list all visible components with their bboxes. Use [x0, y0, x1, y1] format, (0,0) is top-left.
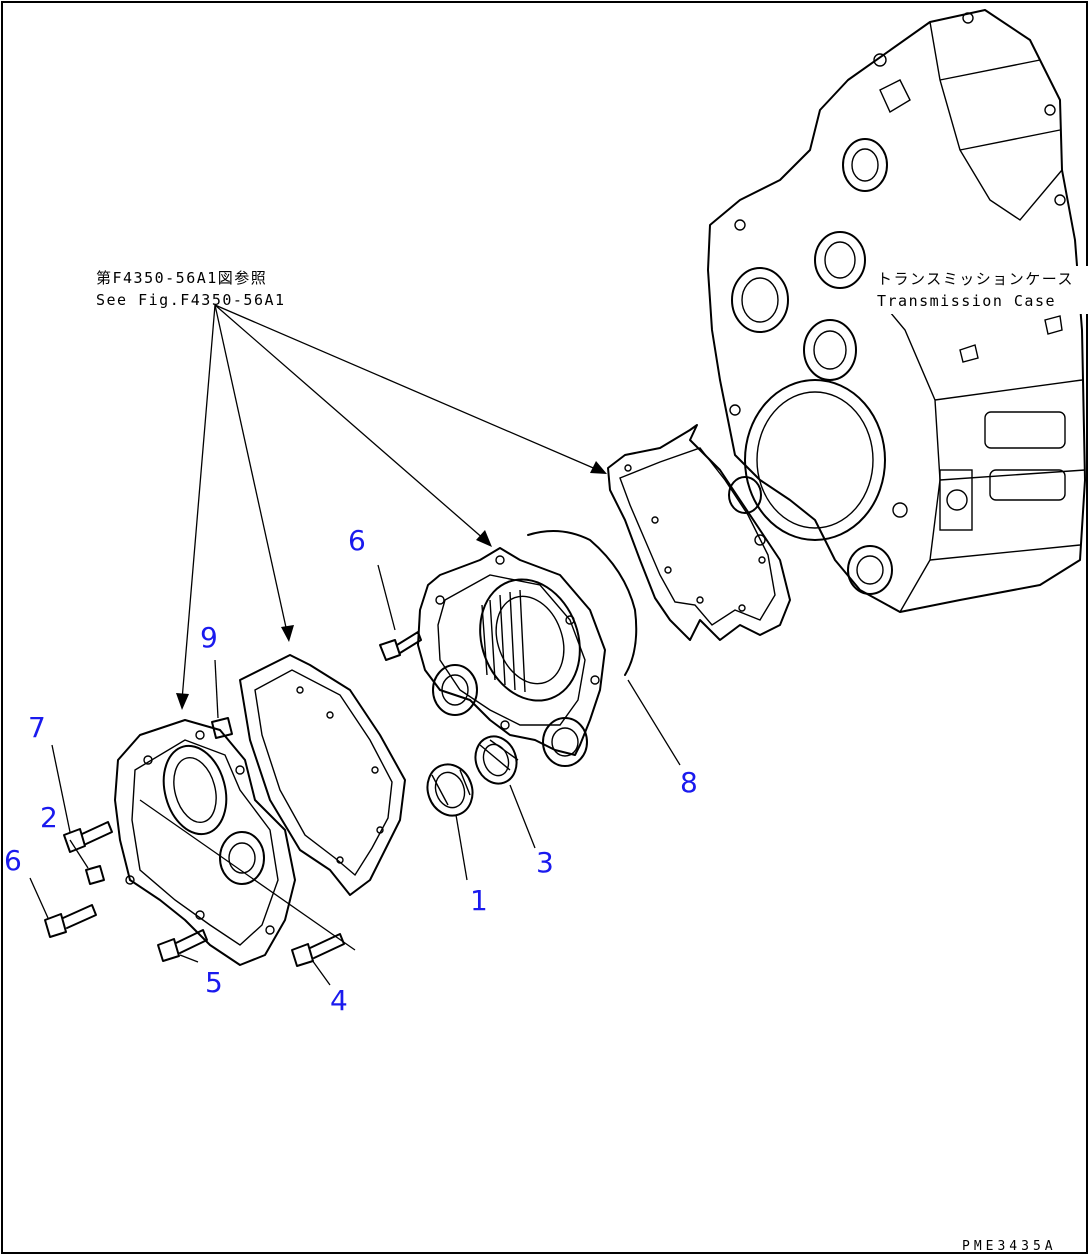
case-label-backdrop	[866, 266, 1088, 314]
case-label-jp: トランスミッションケース	[877, 270, 1074, 288]
drawing-code: PME3435A	[962, 1239, 1057, 1254]
dust-seal	[474, 735, 519, 785]
bolt-6-upper	[379, 631, 422, 661]
o-ring	[527, 530, 638, 676]
bolt-4	[291, 933, 345, 967]
callout-1: 1	[470, 884, 488, 917]
callout-2: 2	[40, 801, 58, 834]
bolt-6-lower	[44, 904, 97, 938]
callout-5: 5	[205, 966, 223, 999]
callout-4: 4	[330, 984, 348, 1017]
plug-2	[85, 865, 105, 885]
callout-6-upper: 6	[348, 524, 366, 557]
oil-seal	[426, 763, 474, 817]
callout-leaders	[29, 564, 681, 986]
cover-gasket	[239, 654, 406, 896]
bolt-5	[157, 929, 208, 962]
reference-note-en: See Fig.F4350-56A1	[96, 291, 286, 309]
reference-leaders	[176, 304, 607, 710]
transmission-case	[707, 9, 1086, 613]
bolt-7	[63, 821, 113, 853]
bearing-cage	[417, 547, 606, 767]
callout-6-lower: 6	[4, 844, 22, 877]
callout-7: 7	[28, 711, 46, 744]
callout-3: 3	[536, 846, 554, 879]
dowel-pin	[211, 717, 233, 739]
case-label-en: Transmission Case	[877, 292, 1056, 310]
front-cover	[114, 719, 296, 966]
reference-note-jp: 第F4350-56A1図参照	[96, 269, 267, 287]
callout-9: 9	[200, 621, 218, 654]
callout-8: 8	[680, 766, 698, 799]
case-gasket	[607, 424, 791, 641]
